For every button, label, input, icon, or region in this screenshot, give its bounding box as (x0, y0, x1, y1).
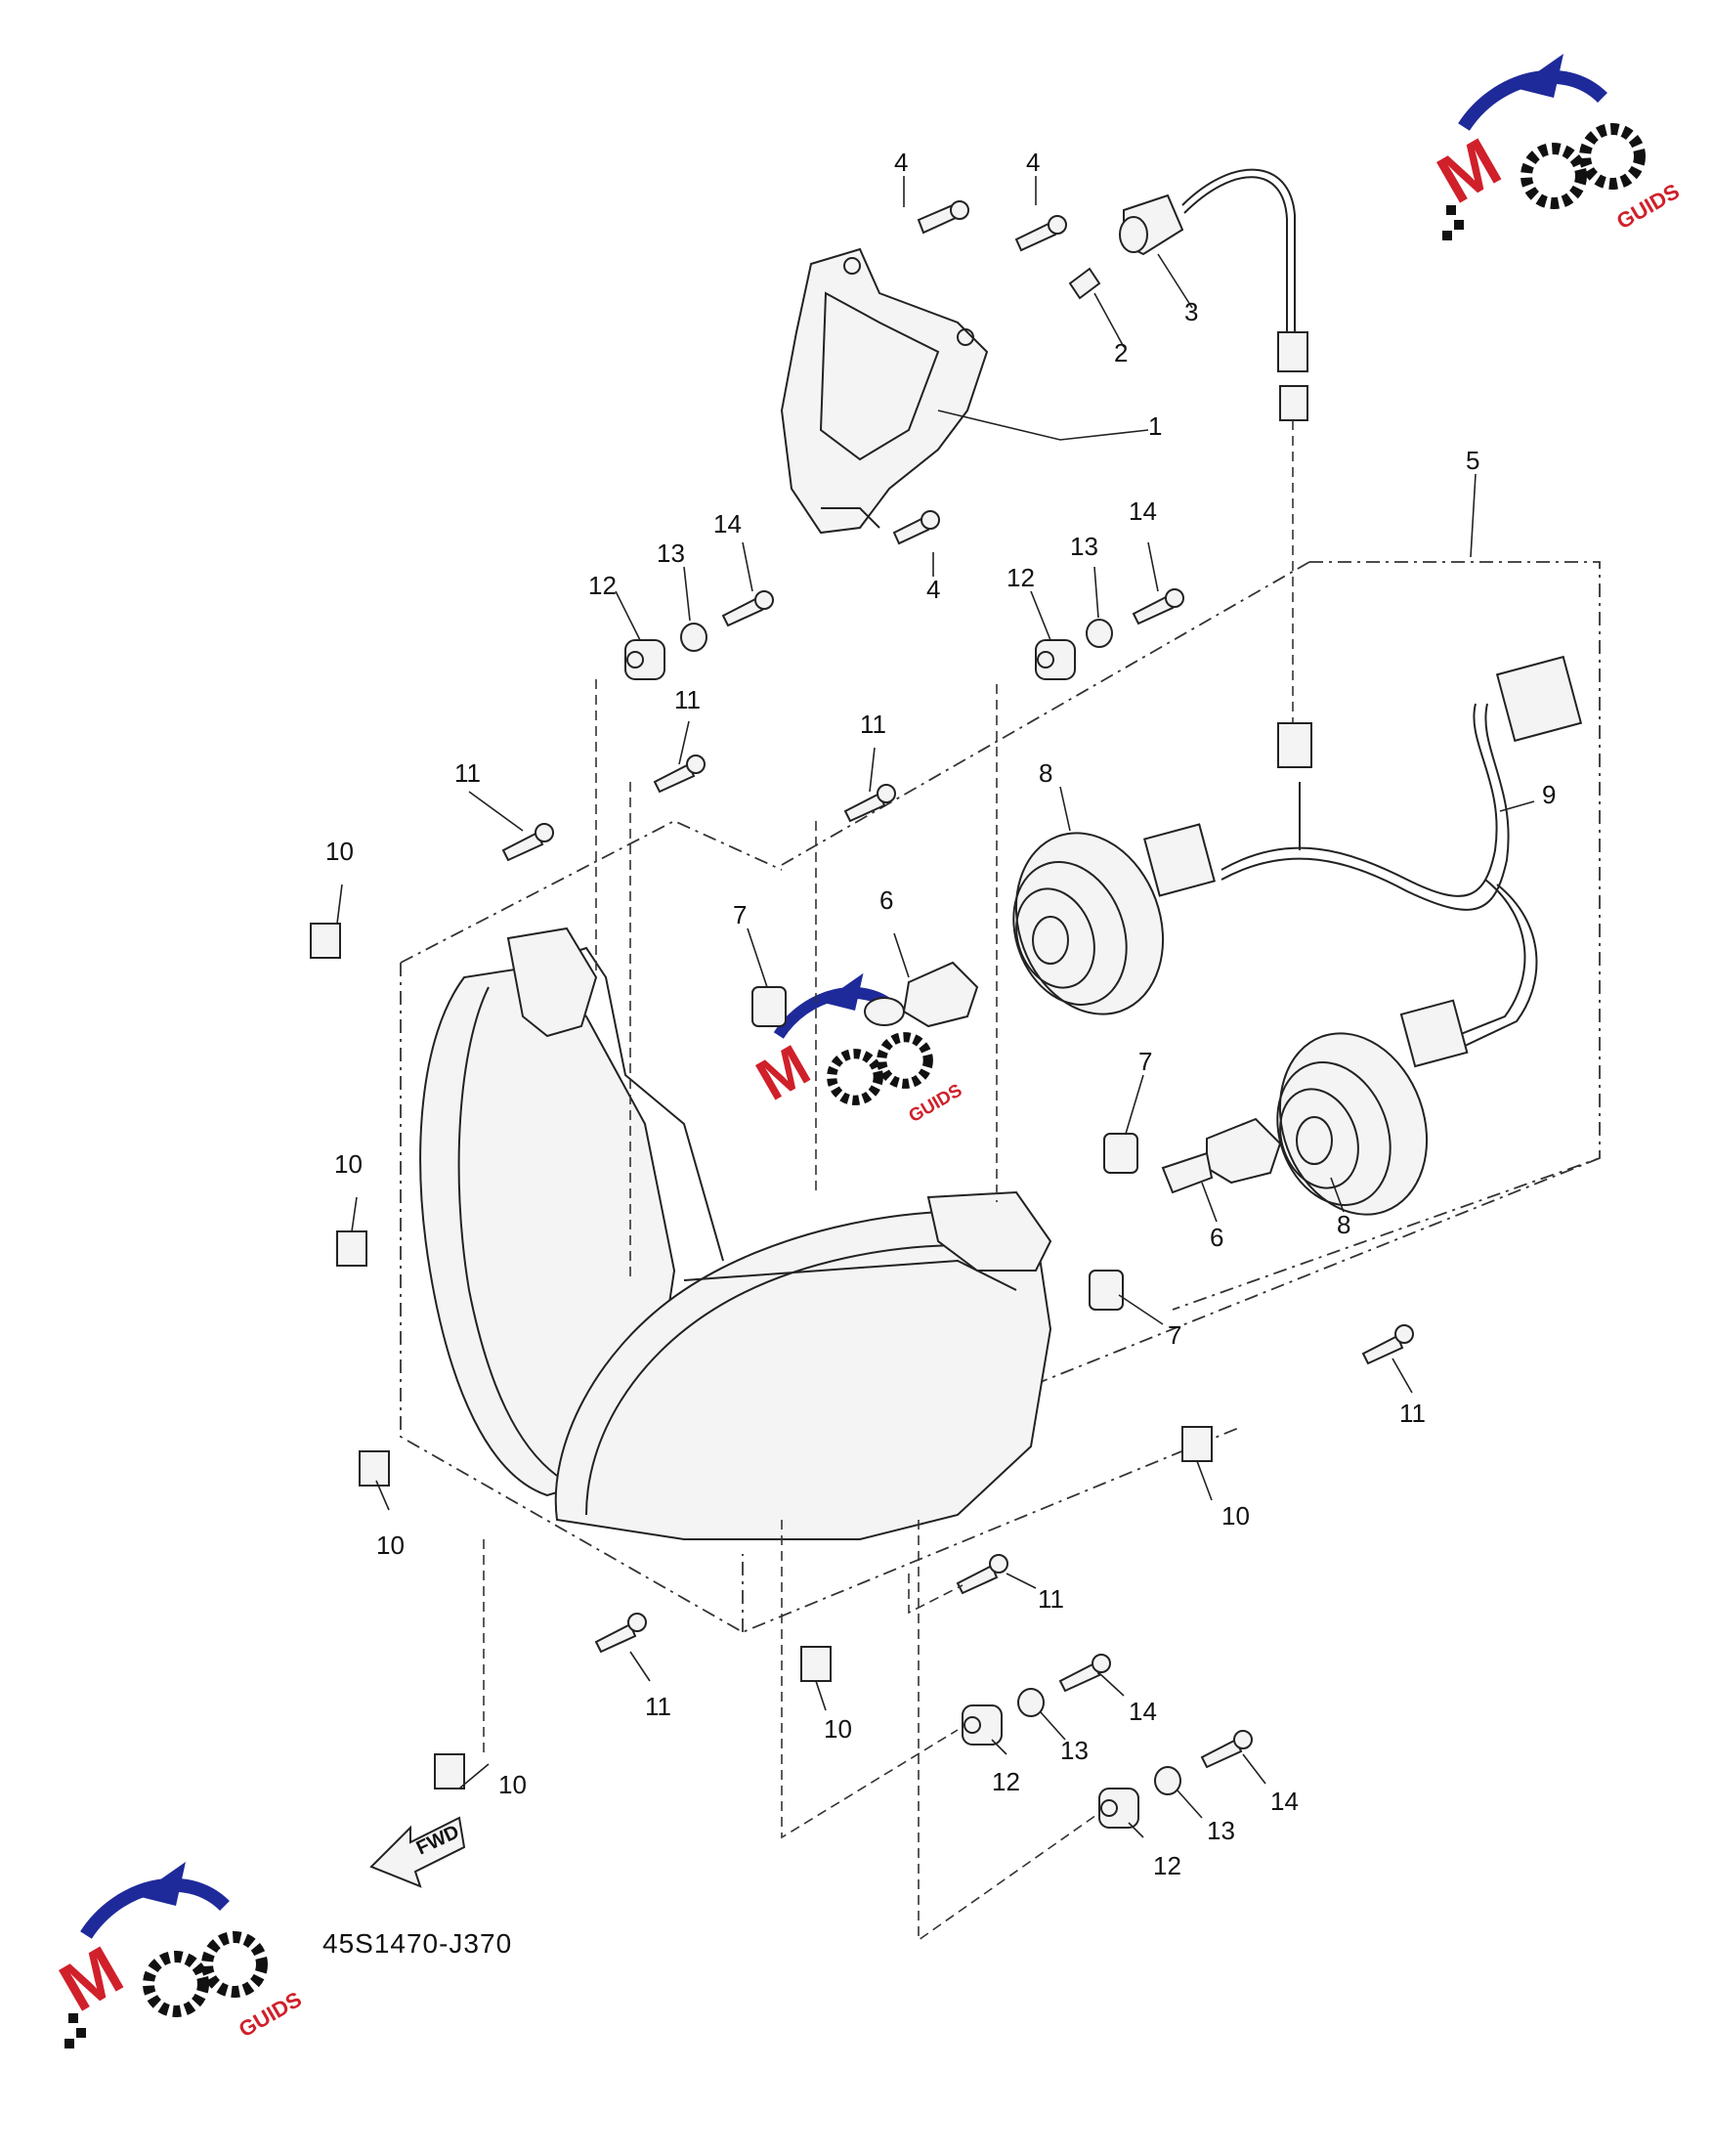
callout-11: 11 (674, 685, 701, 714)
svg-text:M: M (48, 1931, 136, 2026)
callout-12: 12 (992, 1767, 1020, 1796)
callout-11: 11 (1399, 1399, 1426, 1428)
wire-harness-9 (1142, 655, 1583, 1068)
screw-11-c (843, 784, 896, 823)
callout-13: 13 (1060, 1736, 1089, 1765)
screw-4-c (892, 510, 940, 545)
callout-11: 11 (645, 1692, 671, 1721)
callout-4: 4 (894, 148, 908, 177)
assembly-5-outline (781, 561, 1601, 1389)
callout-labels: 4 4 4 1 2 3 5 14 13 12 14 13 12 11 11 11… (325, 148, 1556, 1880)
position-bulb-socket (1119, 194, 1184, 256)
callout-12: 12 (1153, 1851, 1181, 1880)
callout-14: 14 (1270, 1787, 1299, 1816)
position-lamp-assembly (780, 247, 989, 535)
brand-logo-top-right: M GUIDS (1426, 54, 1684, 240)
callout-7: 7 (1168, 1320, 1181, 1350)
leader-lines (336, 176, 1535, 1942)
callout-5: 5 (1466, 446, 1479, 475)
forward-direction-arrow: FWD (369, 1816, 466, 1888)
headlight-bulb-6-lower (1161, 1117, 1282, 1194)
callout-10: 10 (376, 1531, 405, 1560)
position-lamp-connector (1277, 331, 1308, 372)
brand-logo-bottom-left: M GUIDS (48, 1862, 306, 2048)
position-bulb (1068, 267, 1101, 300)
callout-6: 6 (1210, 1223, 1223, 1252)
callout-4: 4 (926, 575, 940, 604)
screw-11-d (1361, 1324, 1414, 1365)
clip-10-b (336, 1230, 367, 1267)
grommet-12-d (1098, 1788, 1139, 1829)
callout-14: 14 (713, 509, 742, 539)
bulb-cover-8-lower (1276, 1032, 1429, 1216)
headlight-lower-lens (554, 1190, 1052, 1540)
screw-14-c (1058, 1654, 1111, 1693)
callout-9: 9 (1542, 780, 1556, 809)
headlight-assembly-outline (400, 819, 1242, 1633)
callout-8: 8 (1337, 1210, 1350, 1239)
grommet-12-a (624, 639, 665, 680)
callout-7: 7 (1138, 1047, 1152, 1076)
screw-11-b (653, 755, 706, 794)
callout-13: 13 (1207, 1816, 1235, 1845)
drawing-code: 45S1470-J370 (322, 1928, 512, 1959)
svg-text:M: M (1426, 123, 1514, 218)
headlight-bulb-6-upper (864, 961, 979, 1028)
callout-14: 14 (1129, 1697, 1157, 1726)
callout-10: 10 (824, 1714, 852, 1744)
bulb-cover-8-upper (1012, 832, 1165, 1015)
screw-4-a (917, 200, 969, 235)
callout-10: 10 (334, 1149, 363, 1179)
screw-11-a (501, 823, 554, 862)
svg-text:GUIDS: GUIDS (1612, 179, 1684, 234)
position-lamp-wire (1181, 168, 1296, 332)
callout-2: 2 (1114, 338, 1128, 367)
screw-11-f (594, 1613, 647, 1654)
washer-13-b (1086, 619, 1113, 648)
screw-4-b (1014, 215, 1067, 252)
screw-14-b (1132, 588, 1184, 625)
callout-10: 10 (498, 1770, 527, 1799)
svg-text:GUIDS: GUIDS (905, 1079, 965, 1126)
clip-7-b (1103, 1133, 1138, 1174)
callout-7: 7 (733, 900, 747, 929)
screw-11-e (956, 1554, 1008, 1595)
callout-1: 1 (1148, 411, 1162, 441)
svg-text:GUIDS: GUIDS (235, 1987, 306, 2042)
callout-14: 14 (1129, 496, 1157, 526)
clip-10-c (359, 1450, 390, 1487)
clip-7-c (1089, 1270, 1124, 1311)
clip-10-e (800, 1646, 832, 1682)
clip-10-d (1181, 1426, 1213, 1462)
callout-11: 11 (1038, 1584, 1064, 1614)
clip-10-f (434, 1753, 465, 1789)
svg-text:M: M (746, 1032, 820, 1113)
callout-13: 13 (1070, 532, 1098, 561)
callout-11: 11 (860, 710, 886, 739)
screw-14-d (1200, 1730, 1253, 1769)
callout-6: 6 (879, 885, 893, 915)
washer-13-d (1154, 1766, 1181, 1795)
callout-3: 3 (1184, 297, 1198, 326)
clip-7-a (751, 986, 787, 1027)
callout-8: 8 (1039, 758, 1052, 788)
screw-14-a (721, 590, 774, 627)
washer-13-a (680, 623, 707, 652)
grommet-12-b (1035, 639, 1076, 680)
clip-10-a (310, 923, 341, 959)
callout-10: 10 (1221, 1501, 1250, 1531)
grommet-12-c (962, 1704, 1003, 1746)
callout-4: 4 (1026, 148, 1040, 177)
callout-12: 12 (1006, 563, 1035, 592)
washer-13-c (1017, 1688, 1045, 1717)
callout-13: 13 (657, 539, 685, 568)
callout-11: 11 (454, 758, 481, 788)
callout-10: 10 (325, 837, 354, 866)
callout-12: 12 (588, 571, 617, 600)
